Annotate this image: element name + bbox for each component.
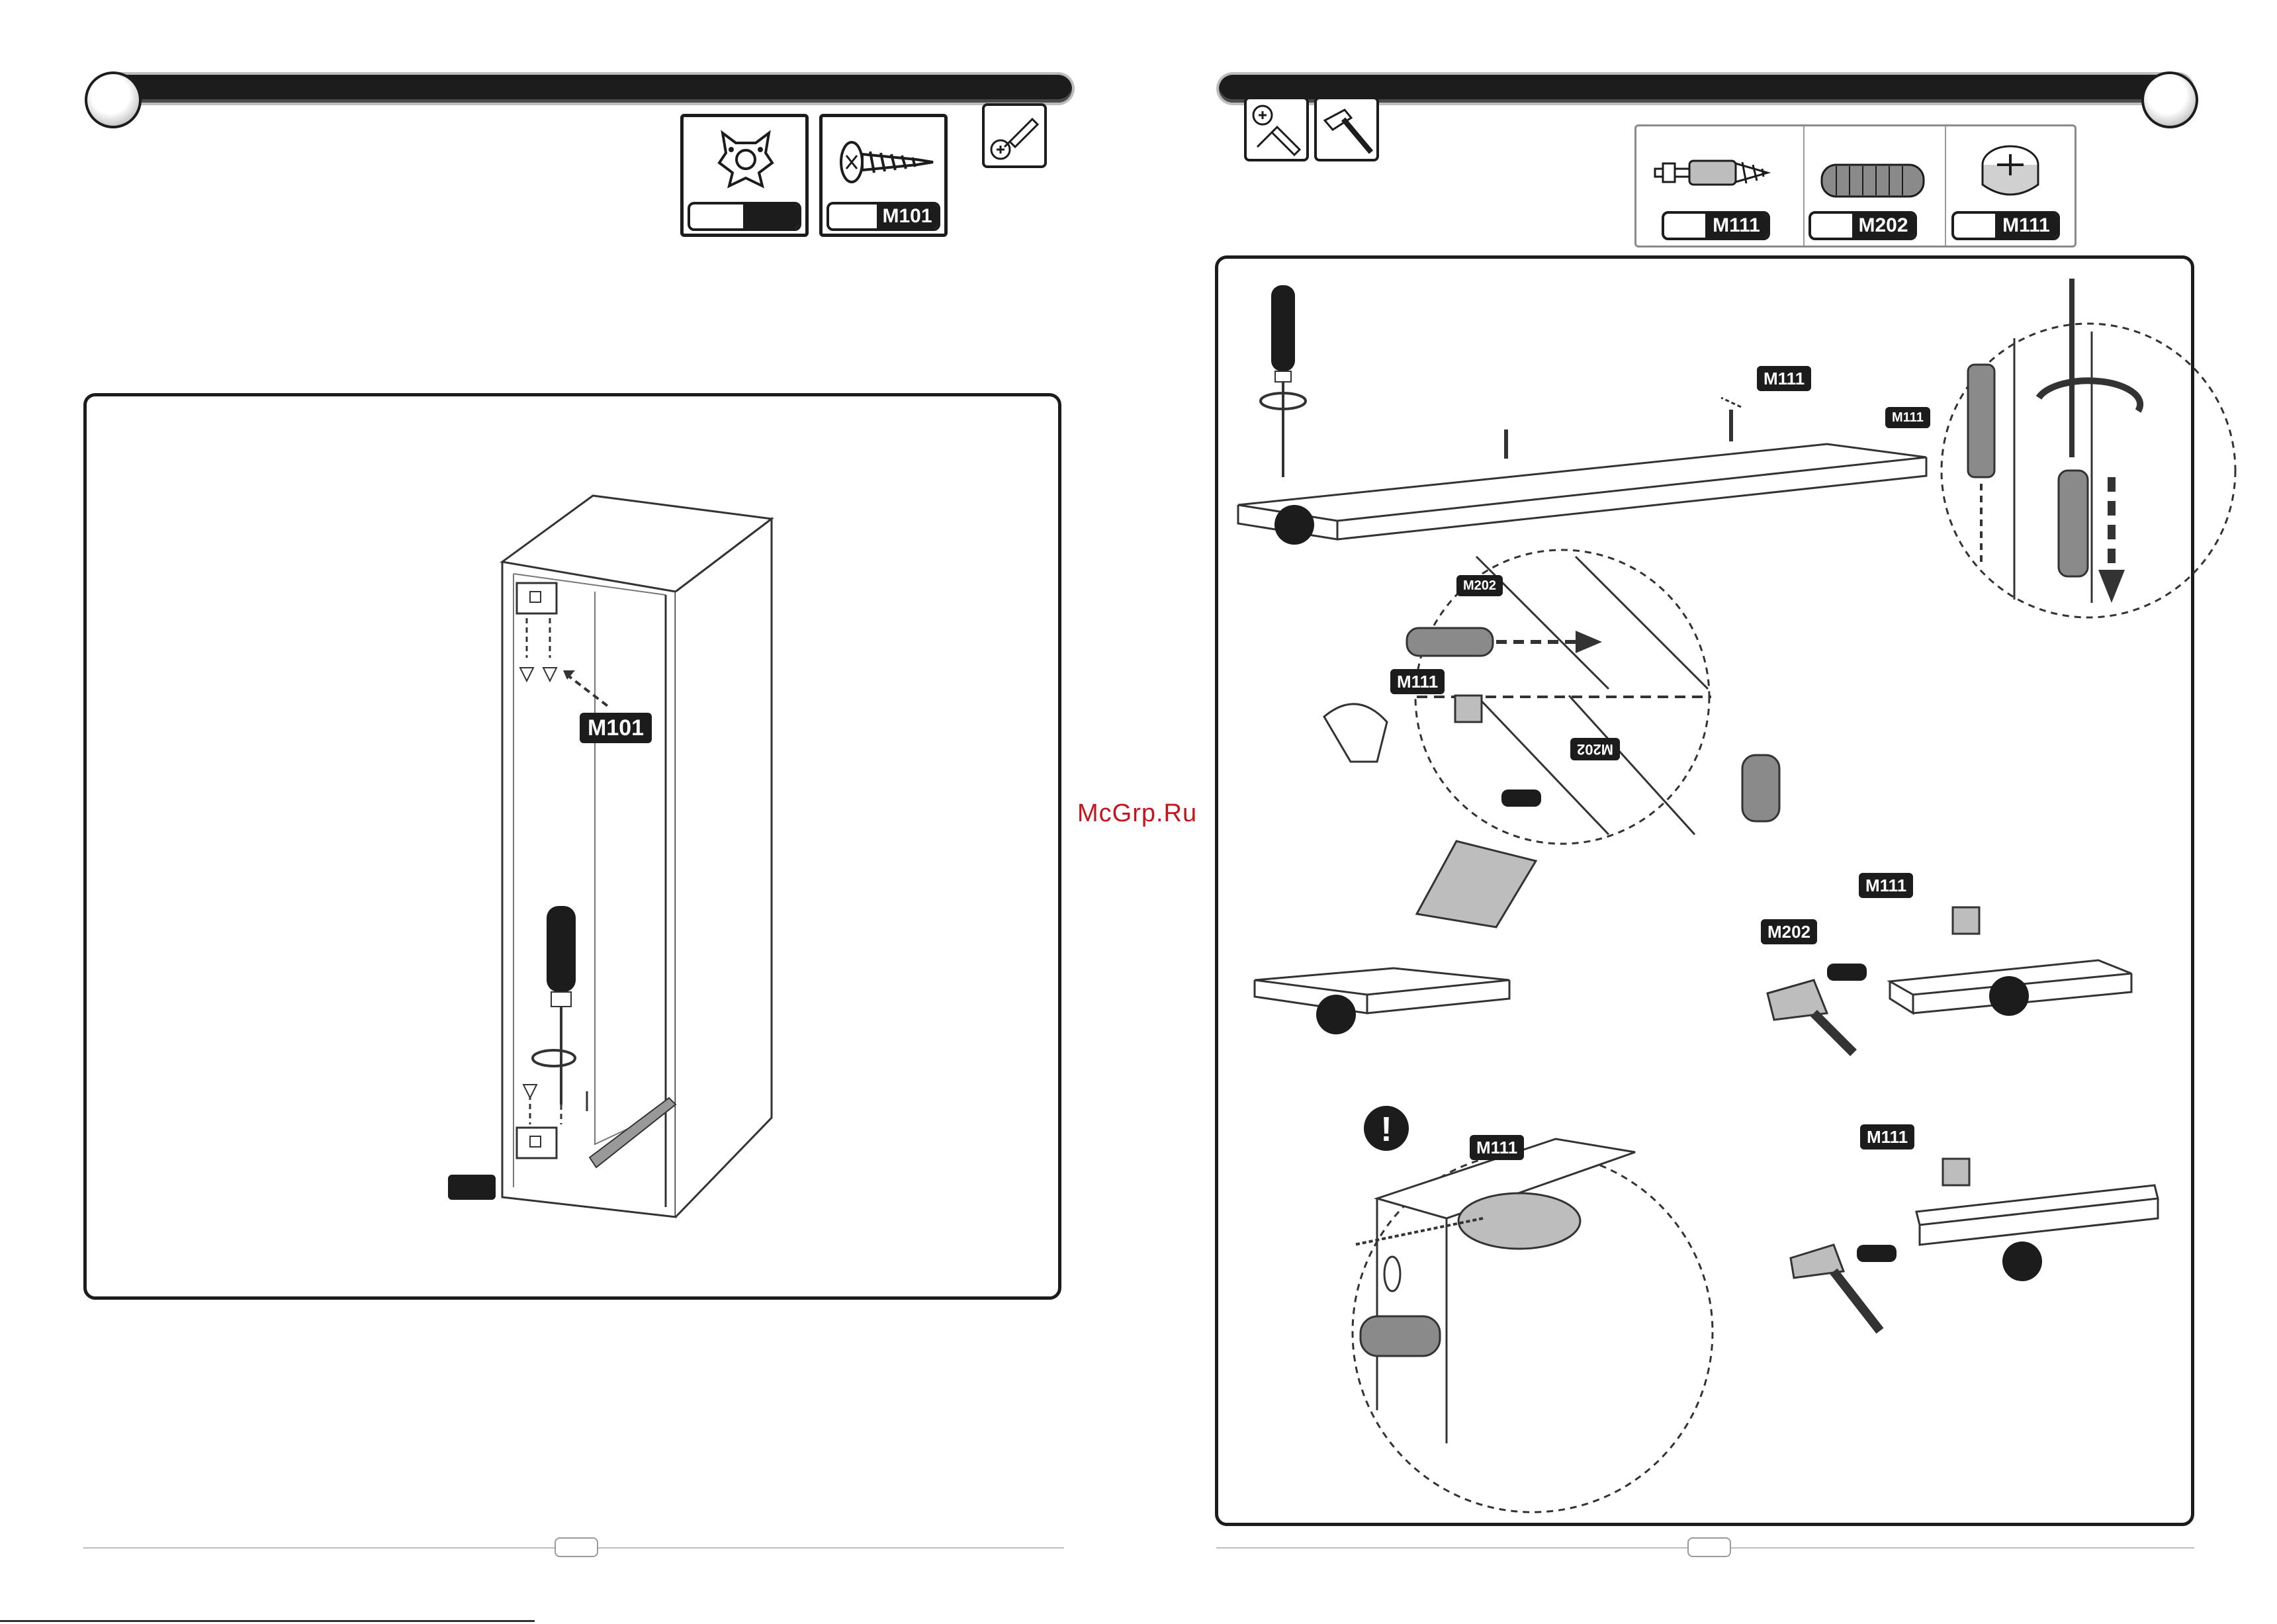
right-page-number: [1687, 1537, 1731, 1557]
hammer-icon: [1318, 101, 1378, 160]
assembly-illustration: [1218, 259, 2198, 1529]
part-box-bracket: [680, 114, 809, 237]
cam-callout-c: M111: [1860, 1124, 1914, 1150]
screw-callout: M101: [580, 713, 652, 743]
dowel-icon: [1816, 159, 1929, 206]
cam-lock-icon: [1974, 138, 2047, 204]
part-code-pill: M111: [1951, 211, 2060, 240]
left-page-number: [555, 1537, 598, 1557]
dowel-detail-callout: M202: [1456, 575, 1503, 596]
part-code: M111: [1705, 214, 1767, 238]
part-box-screw: M101: [819, 114, 948, 237]
cam-note-callout: M111: [1470, 1135, 1524, 1160]
screwdriver-tool-box: [982, 103, 1047, 168]
part-code: M101: [877, 204, 938, 228]
parts-divider: [1945, 126, 1946, 246]
part-code: M111: [1995, 214, 2057, 238]
left-header-bar: [99, 75, 1072, 103]
dowel-callout-b: M202: [1761, 919, 1817, 944]
part-code-pill: M202: [1808, 211, 1917, 240]
part-code-pill: M101: [826, 202, 940, 231]
right-header-ball: [2141, 71, 2198, 128]
bolt-detail-callout: M111: [1885, 407, 1930, 428]
screwdriver-tool-box: [1244, 97, 1309, 161]
bottom-edge-line: [0, 1620, 535, 1622]
left-header-ball: [85, 71, 142, 128]
part-code-pill: M111: [1662, 211, 1770, 240]
hammer-tool-box: [1314, 97, 1379, 161]
dowel-callout-a: M202: [1570, 738, 1620, 760]
part-code-pill: [688, 202, 801, 231]
bolt-callout-top: M111: [1757, 366, 1811, 391]
cabinet-illustration: [87, 396, 1065, 1303]
left-assembly-panel: M101: [83, 393, 1061, 1300]
part-code: [743, 204, 799, 228]
screwdriver-icon: [986, 107, 1046, 167]
screwdriver-icon: [1248, 101, 1308, 160]
cam-callout-b: M111: [1859, 873, 1913, 898]
cam-bolt-icon: [1650, 146, 1782, 199]
corner-bracket-icon: [713, 126, 779, 193]
part-code: M202: [1852, 214, 1914, 238]
cam-callout-a: M111: [1390, 669, 1445, 694]
screw-icon: [837, 136, 936, 189]
part-callout: [448, 1175, 496, 1200]
right-assembly-panel: M111 M111 M202 M111 M202 M111 M202 M111 …: [1215, 255, 2194, 1526]
warning-icon: !: [1362, 1106, 1410, 1153]
parts-divider: [1803, 126, 1805, 246]
watermark: McGrp.Ru: [1077, 799, 1197, 828]
right-parts-strip: M111 M202 M111: [1634, 124, 2076, 248]
